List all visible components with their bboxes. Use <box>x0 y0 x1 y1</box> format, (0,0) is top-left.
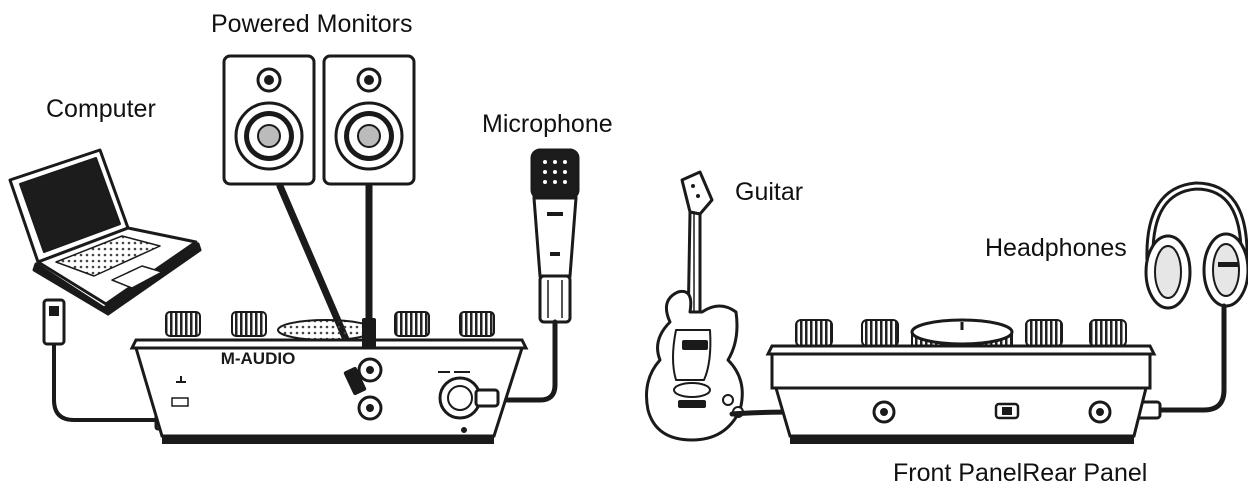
label-powered-monitors: Powered Monitors <box>211 10 413 38</box>
laptop-computer <box>8 148 202 316</box>
front-knobs <box>795 319 1127 347</box>
interface-brand-logo: M-AUDIO <box>221 349 296 368</box>
label-headphones: Headphones <box>985 234 1127 262</box>
headphone-output-jack <box>1088 400 1112 424</box>
headphones <box>1144 181 1248 310</box>
label-guitar: Guitar <box>735 178 804 206</box>
front-switch <box>994 402 1020 420</box>
instrument-input-jack <box>872 400 896 424</box>
electric-guitar <box>645 170 744 442</box>
powered-monitor-left <box>222 54 316 186</box>
mic-combo-input <box>438 371 500 433</box>
label-computer: Computer <box>46 95 156 123</box>
microphone <box>530 148 580 324</box>
audio-interface-front <box>765 318 1157 444</box>
audio-interface-rear: M-AUDIO <box>129 311 529 444</box>
label-microphone: Microphone <box>482 110 613 138</box>
interface-top-knobs <box>165 311 495 341</box>
label-front-rear-panel: Front PanelRear Panel <box>893 459 1148 487</box>
powered-monitor-right <box>322 54 416 186</box>
output-jacks <box>357 357 383 421</box>
